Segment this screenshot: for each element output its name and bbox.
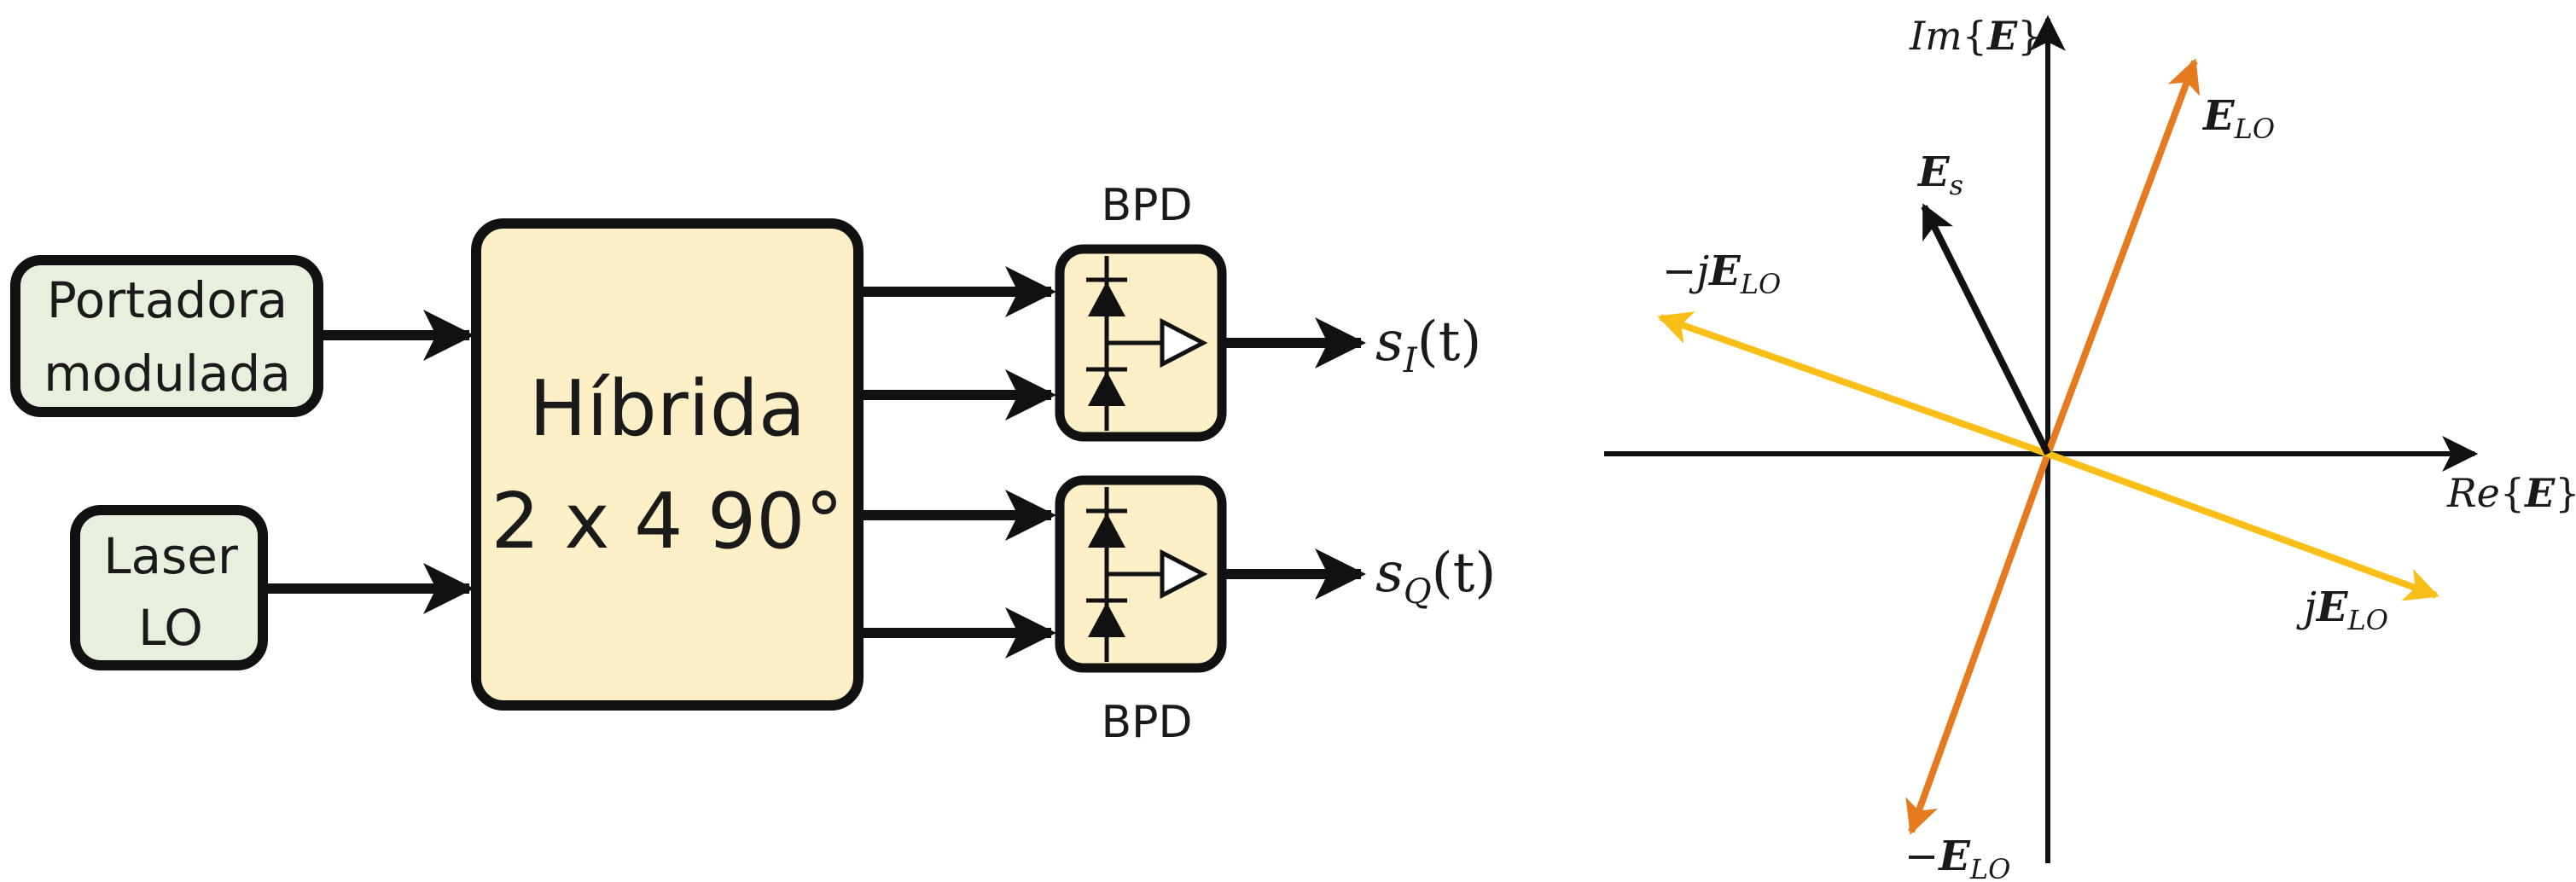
jelo-label: jELO <box>2296 583 2388 636</box>
bpd-bottom-label: BPD <box>1101 697 1192 748</box>
photodiode-icon <box>1088 602 1125 637</box>
minus-elo-label: −ELO <box>1904 833 2010 882</box>
amplifier-icon <box>1160 548 1208 600</box>
re-axis-label: Re{E} <box>2446 470 2576 516</box>
bpd-top-label: BPD <box>1101 180 1192 231</box>
minus-jelo-label: −jELO <box>1662 247 1781 300</box>
laser-label-line1: Laser <box>103 527 238 585</box>
bpd-top-block <box>1055 244 1227 442</box>
amplifier-icon <box>1160 317 1208 368</box>
photodiode-icon <box>1088 281 1125 316</box>
output-si-label: sI(t) <box>1375 310 1481 380</box>
minus-elo-phasor <box>1905 452 2051 835</box>
carrier-label-line1: Portadora <box>47 271 288 329</box>
photodiode-icon <box>1088 371 1125 406</box>
hybrid-block: Híbrida 2 x 4 90° <box>471 218 864 711</box>
carrier-block: Portadora modulada <box>10 255 323 417</box>
laser-label-line2: LO <box>138 599 203 657</box>
elo-label: ELO <box>2201 92 2275 145</box>
photodiode-icon <box>1088 513 1125 548</box>
elo-phasor <box>2044 58 2201 456</box>
es-label: Es <box>1916 148 1963 201</box>
bpd-bottom-block <box>1055 475 1227 673</box>
carrier-label-line2: modulada <box>44 345 291 403</box>
minus-jelo-phasor <box>1657 311 2050 457</box>
hybrid-label-line1: Híbrida <box>529 364 805 454</box>
jelo-phasor <box>2046 450 2439 601</box>
es-phasor <box>1921 203 2051 456</box>
laser-lo-block: Laser LO <box>70 505 268 670</box>
hybrid-label-line2: 2 x 4 90° <box>491 477 843 566</box>
output-sq-label: sQ(t) <box>1375 542 1496 612</box>
im-axis-label: Im{E} <box>1909 13 2042 59</box>
